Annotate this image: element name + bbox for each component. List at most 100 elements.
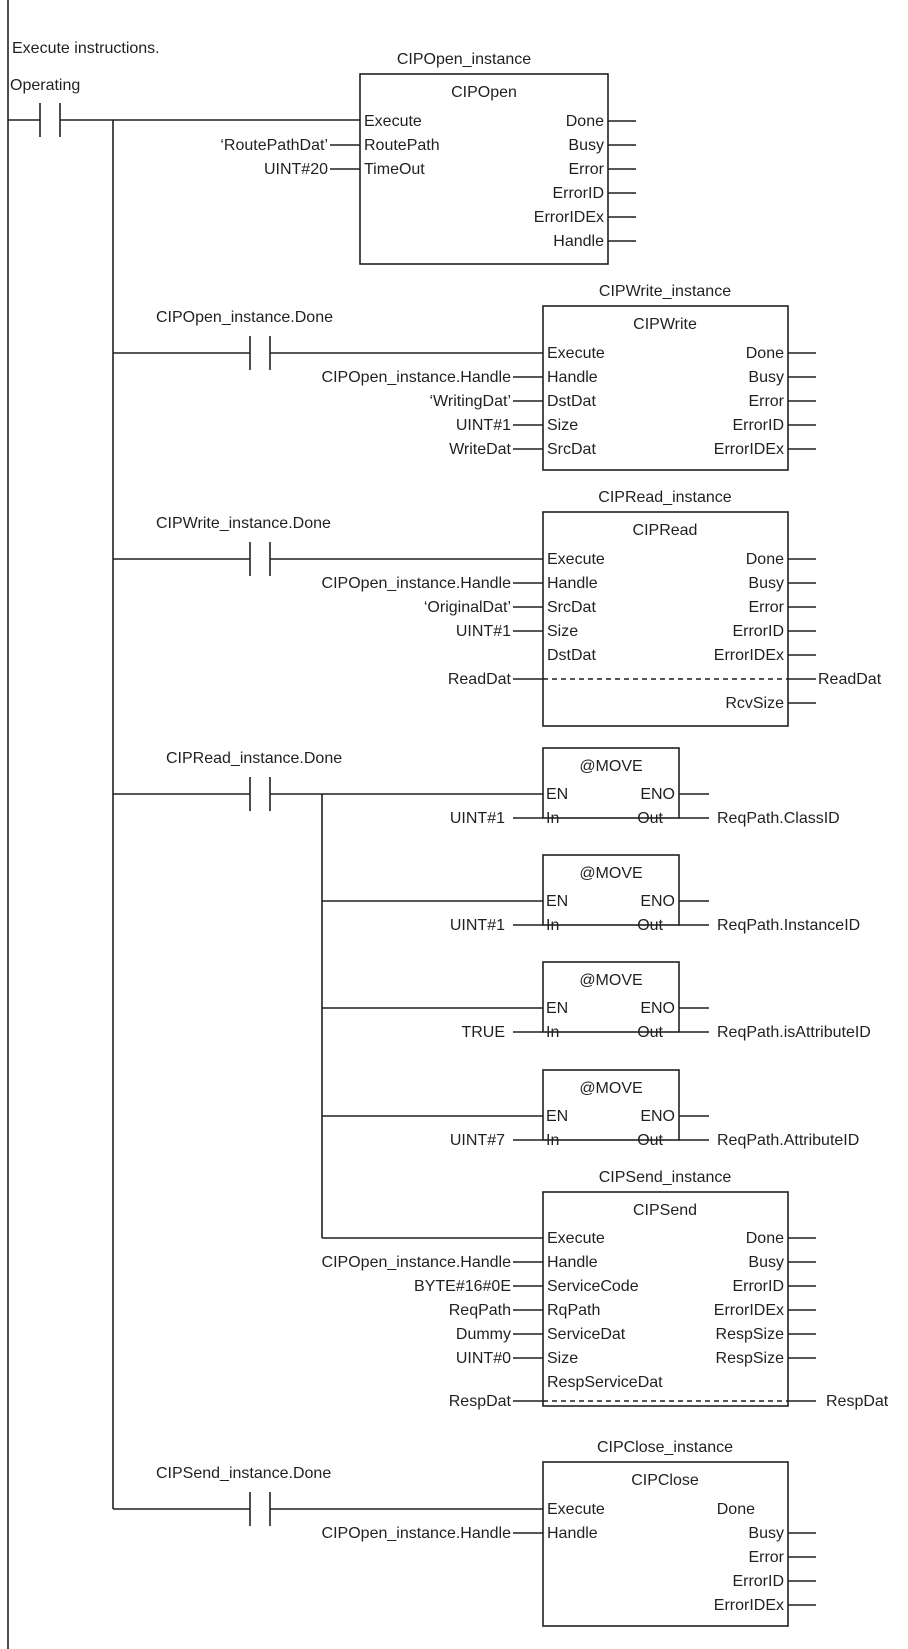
cipopen-pin-routepath: RoutePath — [364, 137, 440, 154]
move-4-out: Out — [637, 1132, 663, 1149]
cipread-out-busy: Busy — [748, 575, 784, 592]
move-rung: CIPRead_instance.Done — [113, 750, 543, 1239]
move-2-en: EN — [546, 893, 568, 910]
cipsend-arg-servicecode: BYTE#16#0E — [414, 1278, 511, 1295]
cipread-out-rcvsize: RcvSize — [725, 695, 784, 712]
cipopen-pin-execute: Execute — [364, 113, 422, 130]
cipread-pin-size: Size — [547, 623, 578, 640]
move-1-out: Out — [637, 810, 663, 827]
cipsend-pin-respservicedat: RespServiceDat — [547, 1374, 663, 1391]
contact-cipwrite-done-label: CIPWrite_instance.Done — [156, 515, 331, 532]
move-block-3: @MOVE EN ENO In Out TRUE ReqPath.isAttri… — [461, 961, 871, 1041]
move-3-title: @MOVE — [579, 972, 642, 989]
cipread-out-done: Done — [746, 551, 784, 568]
cipsend-pin-rqpath: RqPath — [547, 1302, 600, 1319]
cipclose-out-done: Done — [717, 1501, 755, 1518]
move-3-out: Out — [637, 1024, 663, 1041]
cipsend-out-busy: Busy — [748, 1254, 784, 1271]
move-block-2: @MOVE EN ENO In Out UINT#1 ReqPath.Insta… — [450, 854, 860, 934]
cipread-inout-in-arg: ReadDat — [448, 671, 512, 688]
cipclose-out-error: Error — [748, 1549, 784, 1566]
cipsend-out-erroridex: ErrorIDEx — [714, 1302, 784, 1319]
contact-operating-label: Operating — [10, 77, 80, 94]
cipwrite-rung: CIPOpen_instance.Done CIPWrite_instance … — [113, 283, 816, 471]
move-3-eno: ENO — [640, 1000, 675, 1017]
cipwrite-pin-execute: Execute — [547, 345, 605, 362]
contact-cipopen-done-label: CIPOpen_instance.Done — [156, 309, 333, 326]
cipsend-out-errorid: ErrorID — [732, 1278, 784, 1295]
cipsend-block: CIPSend_instance CIPSend Execute Handle … — [322, 1169, 889, 1410]
cipopen-type: CIPOpen — [451, 84, 517, 101]
cipsend-out-respsize-2: RespSize — [716, 1350, 785, 1367]
cipwrite-out-busy: Busy — [748, 369, 784, 386]
cipwrite-pin-handle: Handle — [547, 369, 598, 386]
cipclose-out-busy: Busy — [748, 1525, 784, 1542]
move-1-in-arg: UINT#1 — [450, 810, 505, 827]
cipopen-out-erroridex: ErrorIDEx — [534, 209, 604, 226]
move-3-in: In — [546, 1024, 559, 1041]
cipwrite-pin-srcdat: SrcDat — [547, 441, 596, 458]
move-3-out-arg: ReqPath.isAttributeID — [717, 1024, 871, 1041]
cipwrite-out-errorid: ErrorID — [732, 417, 784, 434]
move-4-en: EN — [546, 1108, 568, 1125]
cipwrite-out-error: Error — [748, 393, 784, 410]
move-4-box — [542, 1069, 680, 1141]
cipclose-rung: CIPSend_instance.Done CIPClose_instance … — [113, 1439, 816, 1627]
cipopen-pin-timeout: TimeOut — [364, 161, 425, 178]
move-block-1: @MOVE EN ENO In Out UINT#1 ReqPath.Class… — [450, 747, 840, 827]
cipread-arg-size: UINT#1 — [456, 623, 511, 640]
cipopen-out-busy: Busy — [568, 137, 604, 154]
move-4-in: In — [546, 1132, 559, 1149]
cipclose-type: CIPClose — [631, 1472, 699, 1489]
cipwrite-arg-handle: CIPOpen_instance.Handle — [322, 369, 512, 386]
move-2-in-arg: UINT#1 — [450, 917, 505, 934]
cipsend-inout-out-arg: RespDat — [826, 1393, 889, 1410]
cipopen-arg-routepath: ‘RoutePathDat’ — [220, 137, 328, 154]
cipclose-arg-handle: CIPOpen_instance.Handle — [322, 1525, 512, 1542]
cipwrite-pin-size: Size — [547, 417, 578, 434]
cipsend-out-respsize-1: RespSize — [716, 1326, 785, 1343]
cipclose-instance-name: CIPClose_instance — [597, 1439, 733, 1456]
cipclose-pin-handle: Handle — [547, 1525, 598, 1542]
move-4-eno: ENO — [640, 1108, 675, 1125]
cipopen-arg-timeout: UINT#20 — [264, 161, 328, 178]
cipread-pin-execute: Execute — [547, 551, 605, 568]
cipread-out-error: Error — [748, 599, 784, 616]
cipsend-box — [542, 1191, 789, 1407]
cipread-instance-name: CIPRead_instance — [598, 489, 732, 506]
move-1-in: In — [546, 810, 559, 827]
cipopen-out-handle: Handle — [553, 233, 604, 250]
cipwrite-box — [542, 305, 789, 471]
cipclose-pin-execute: Execute — [547, 1501, 605, 1518]
cipwrite-out-erroridex: ErrorIDEx — [714, 441, 784, 458]
cipsend-out-done: Done — [746, 1230, 784, 1247]
cipread-out-erroridex: ErrorIDEx — [714, 647, 784, 664]
move-3-box — [542, 961, 680, 1033]
cipread-pin-dstdat: DstDat — [547, 647, 596, 664]
cipread-out-errorid: ErrorID — [732, 623, 784, 640]
contact-operating — [8, 103, 360, 137]
move-1-out-arg: ReqPath.ClassID — [717, 810, 840, 827]
cipwrite-type: CIPWrite — [633, 316, 697, 333]
move-1-box — [542, 747, 680, 819]
cipsend-instance-name: CIPSend_instance — [599, 1169, 732, 1186]
move-3-en: EN — [546, 1000, 568, 1017]
cipsend-arg-handle: CIPOpen_instance.Handle — [322, 1254, 512, 1271]
cipread-arg-handle: CIPOpen_instance.Handle — [322, 575, 512, 592]
move-2-box — [542, 854, 680, 926]
move-block-4: @MOVE EN ENO In Out UINT#7 ReqPath.Attri… — [450, 1069, 859, 1149]
move-1-title: @MOVE — [579, 758, 642, 775]
cipsend-pin-execute: Execute — [547, 1230, 605, 1247]
move-2-out: Out — [637, 917, 663, 934]
cipsend-inout-in-arg: RespDat — [449, 1393, 512, 1410]
cipsend-arg-rqpath: ReqPath — [449, 1302, 511, 1319]
cipsend-pin-size: Size — [547, 1350, 578, 1367]
cipread-pin-handle: Handle — [547, 575, 598, 592]
cipsend-type: CIPSend — [633, 1202, 697, 1219]
cipsend-arg-size: UINT#0 — [456, 1350, 511, 1367]
cipclose-out-erroridex: ErrorIDEx — [714, 1597, 784, 1614]
move-1-en: EN — [546, 786, 568, 803]
move-4-in-arg: UINT#7 — [450, 1132, 505, 1149]
cipread-inout-out-arg: ReadDat — [818, 671, 882, 688]
